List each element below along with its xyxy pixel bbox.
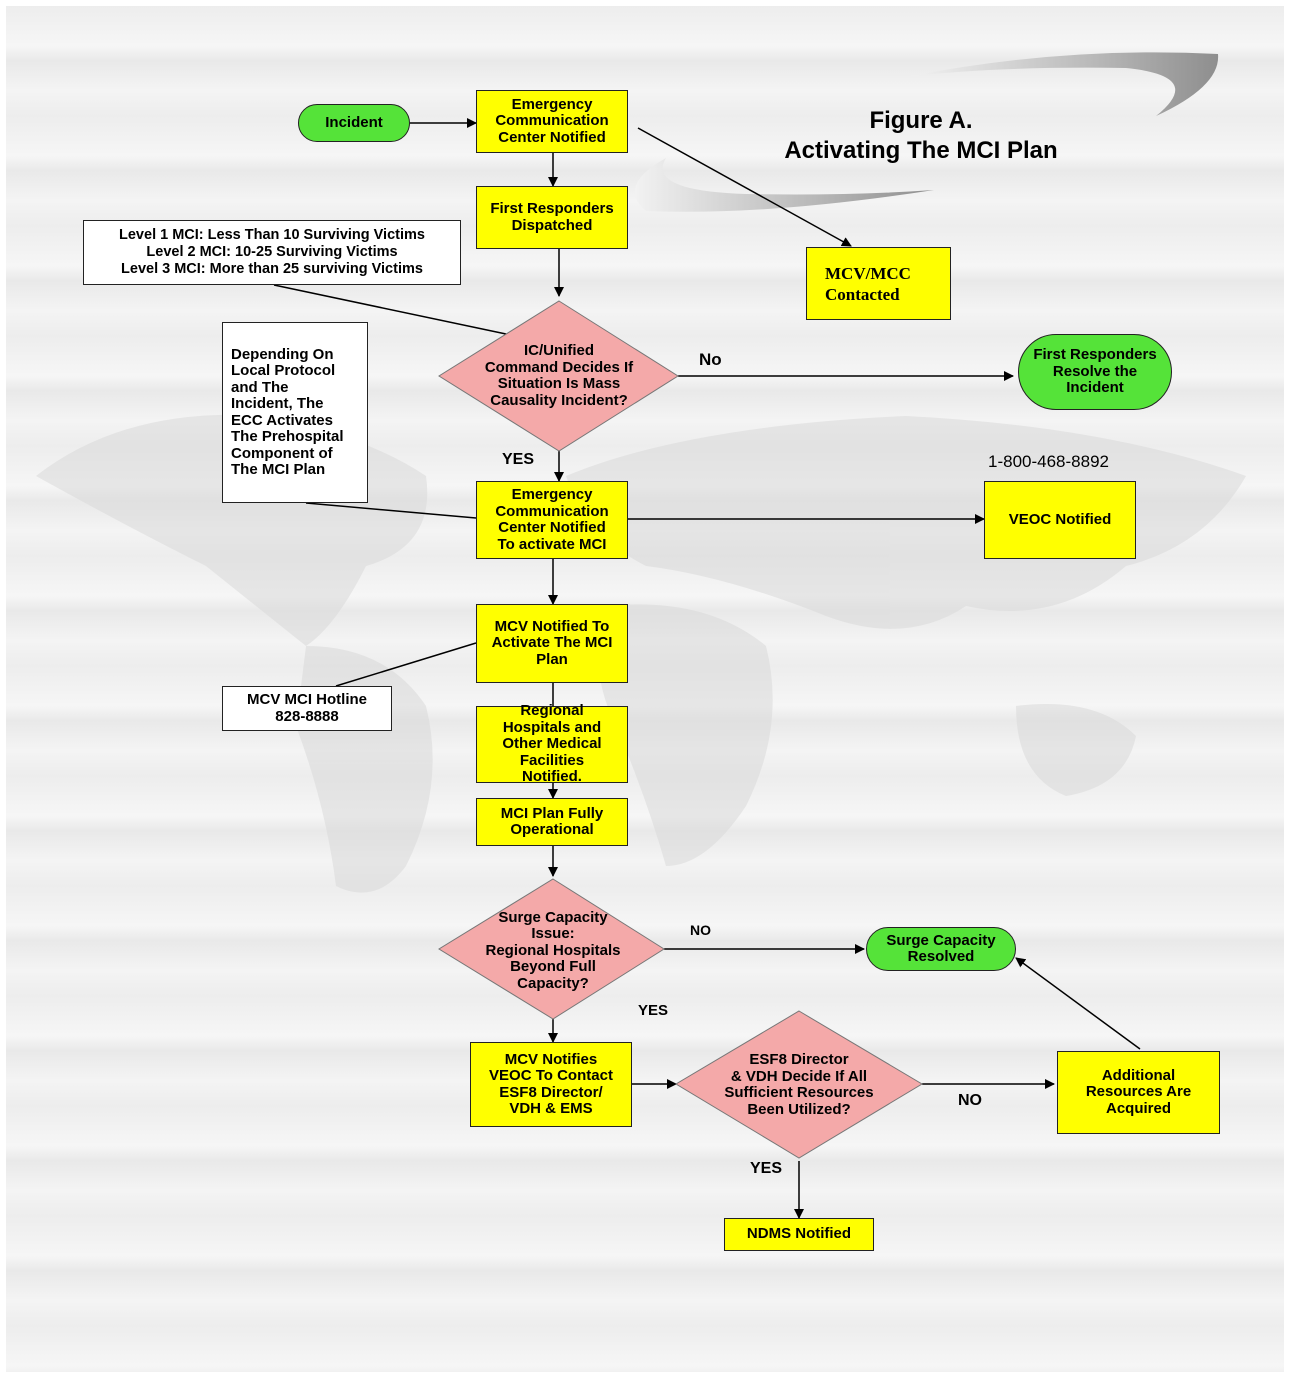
veoc-notified-box: VEOC Notified [984, 481, 1136, 559]
flowchart-canvas: Figure A. Activating The MCI Plan 1-800-… [6, 6, 1284, 1372]
decision-resources-diamond [675, 1010, 923, 1159]
surge-resolved-terminal: Surge Capacity Resolved [866, 927, 1016, 971]
swoosh-lower-decoration [634, 158, 934, 212]
mcv-notifies-veoc-box: MCV Notifies VEOC To Contact ESF8 Direct… [470, 1042, 632, 1127]
edge-protocol-note-connector [305, 502, 477, 519]
first-responders-dispatched-box: First Responders Dispatched [476, 186, 628, 249]
world-map-background [36, 414, 1246, 893]
decision-mci-label: IC/Unified Command Decides If Situation … [484, 342, 634, 409]
mcv-hotline-note: MCV MCI Hotline 828-8888 [222, 686, 392, 731]
ecc-notified-box: Emergency Communication Center Notified [476, 90, 628, 153]
edge-label-no-surge: NO [690, 922, 711, 938]
edge-label-yes-resources: YES [750, 1160, 783, 1177]
mcv-notified-box: MCV Notified To Activate The MCI Plan [476, 604, 628, 683]
edge-ecc-to-mcv-mcc [637, 127, 852, 247]
incident-terminal: Incident [298, 104, 410, 142]
mci-fully-operational-box: MCI Plan Fully Operational [476, 798, 628, 846]
phone-number-label: 1-800-468-8892 [988, 452, 1109, 471]
edge-label-yes-surge: YES [638, 1002, 669, 1019]
edge-label-no-resources: NO [958, 1092, 982, 1109]
figure-title: Figure A. Activating The MCI Plan [751, 106, 1091, 166]
decision-resources-label: ESF8 Director & VDH Decide If All Suffic… [724, 1051, 874, 1118]
additional-resources-box: Additional Resources Are Acquired [1057, 1051, 1220, 1134]
figure-title-line2: Activating The MCI Plan [784, 137, 1058, 164]
ndms-notified-box: NDMS Notified [724, 1218, 874, 1251]
protocol-note: Depending On Local Protocol and The Inci… [222, 322, 368, 503]
edge-level-note-connector [273, 284, 507, 335]
decision-surge-label: Surge Capacity Issue: Regional Hospitals… [485, 908, 621, 992]
swoosh-upper-decoration [911, 52, 1219, 116]
mci-levels-note: Level 1 MCI: Less Than 10 Surviving Vict… [83, 220, 461, 285]
edge-hotline-connector [335, 642, 477, 687]
mcv-mcc-contacted-box: MCV/MCC Contacted [806, 247, 951, 320]
edge-additional-to-surge-resolved [1015, 957, 1141, 1050]
decision-surge-diamond [438, 878, 665, 1020]
edge-label-no-mci: No [699, 350, 722, 369]
connectors-layer [36, 52, 1246, 1219]
edge-label-yes-mci: YES [502, 451, 535, 468]
ecc-activate-mci-box: Emergency Communication Center Notified … [476, 481, 628, 559]
regional-hospitals-box: Regional Hospitals and Other Medical Fac… [476, 703, 628, 785]
decision-mci-diamond [438, 300, 679, 452]
first-responders-resolve-terminal: First Responders Resolve the Incident [1018, 334, 1172, 410]
figure-title-line1: Figure A. [869, 107, 973, 134]
